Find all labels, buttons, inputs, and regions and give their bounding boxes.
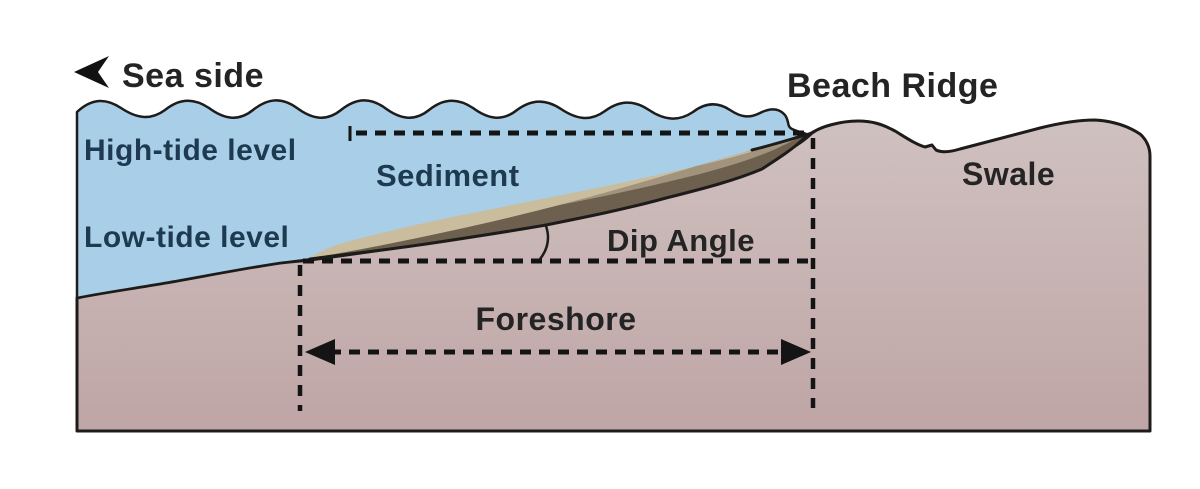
low-tide-level-label: Low-tide level (84, 221, 289, 254)
foreshore-base-line (308, 130, 815, 261)
foreshore-label: Foreshore (476, 301, 637, 337)
ridge-crest-outline (750, 131, 814, 152)
sediment-wedge-light (310, 133, 808, 258)
sea-side-label: Sea side (122, 57, 264, 95)
beach-ridge-label: Beach Ridge (787, 67, 998, 105)
sediment-label: Sediment (376, 158, 520, 193)
foreshore-arrowhead-right (781, 339, 811, 365)
swale-label: Swale (962, 156, 1055, 192)
dip-angle-arc (538, 224, 550, 261)
foreshore-arrowhead-left (305, 339, 335, 365)
dip-angle-label: Dip Angle (607, 223, 755, 258)
high-tide-level-label: High-tide level (84, 134, 297, 167)
sea-side-arrow-icon (74, 56, 109, 88)
